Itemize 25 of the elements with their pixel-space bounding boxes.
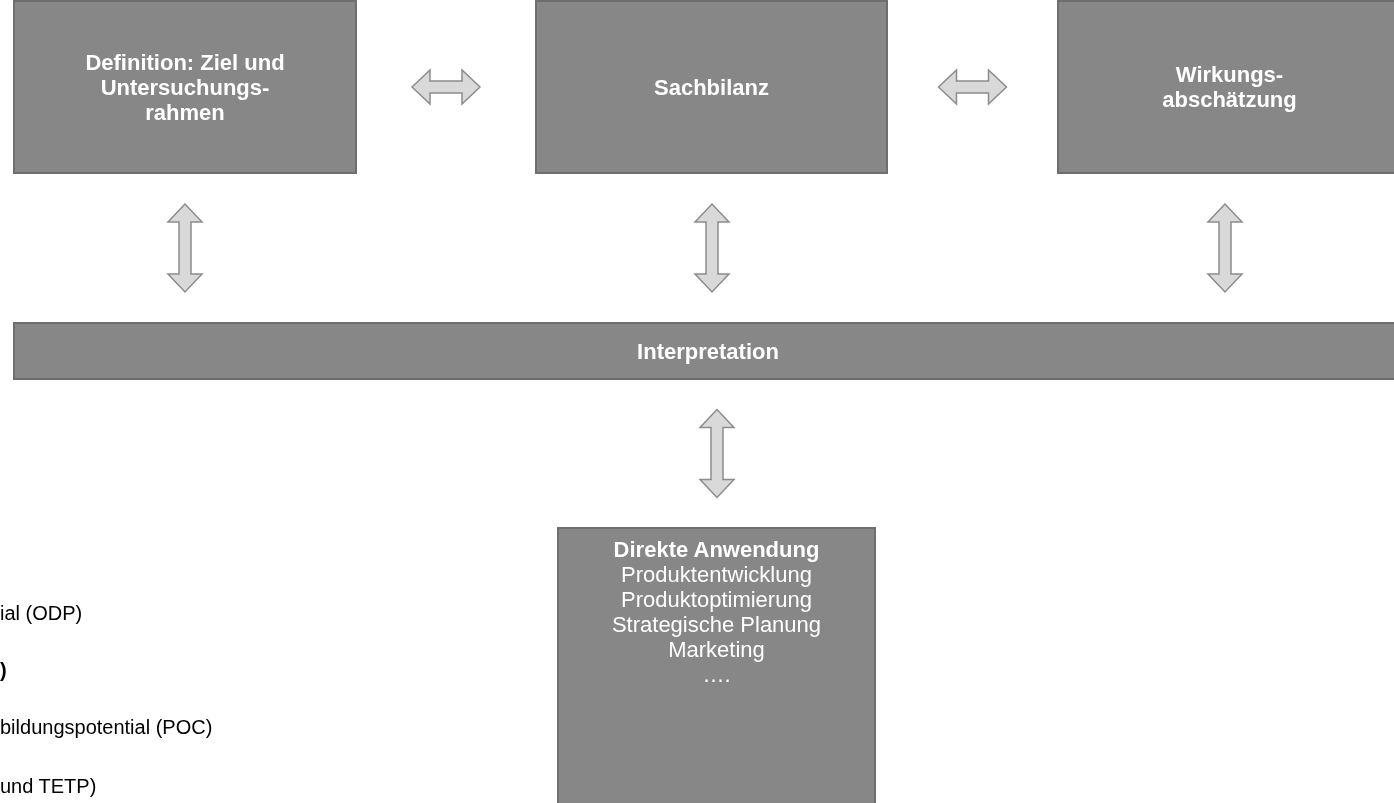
note-text: ) — [0, 659, 7, 682]
box-title: Wirkungs-abschätzung — [1161, 62, 1298, 112]
note-text: ial (ODP) — [0, 602, 83, 625]
box-title: Definition: Ziel und Untersuchungs-rahmen — [84, 49, 286, 125]
box-title: Sachbilanz — [654, 74, 769, 100]
double-arrow — [1206, 202, 1244, 294]
double-arrow — [410, 68, 482, 106]
double-arrow — [698, 408, 736, 499]
interpretation-bar — [13, 322, 1394, 380]
double-arrow — [937, 68, 1008, 106]
process-box — [557, 527, 876, 803]
box-text: Marketing — [668, 637, 765, 662]
process-box — [1057, 0, 1394, 174]
box-title: Interpretation — [637, 338, 779, 364]
double-arrow — [693, 202, 731, 294]
box-title: Direkte Anwendung — [613, 537, 820, 562]
box-text: Produktoptimierung — [621, 587, 812, 612]
box-text: …. — [702, 662, 731, 687]
note-text: und TETP) — [0, 775, 97, 798]
process-box — [535, 0, 888, 174]
process-box — [13, 0, 357, 174]
box-text: Produktentwicklung — [621, 562, 812, 587]
double-arrow — [166, 202, 204, 294]
box-text: Strategische Planung — [611, 612, 822, 637]
note-text: bildungspotential (POC) — [0, 716, 213, 739]
